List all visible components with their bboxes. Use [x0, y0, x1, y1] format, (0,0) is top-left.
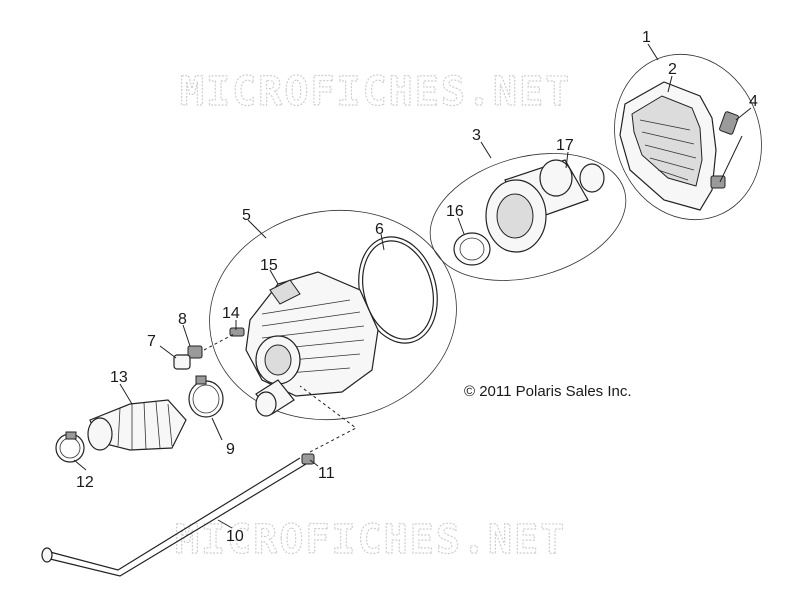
callout-13: 13: [110, 369, 128, 386]
callout-12: 12: [76, 474, 94, 491]
tube-fitting: [299, 385, 357, 465]
airbox-housing: [245, 271, 379, 417]
callout-14: 14: [222, 305, 240, 322]
callout-4: 4: [749, 93, 758, 110]
callout-16: 16: [446, 203, 464, 220]
callout-3: 3: [472, 127, 481, 144]
latch-clip: [710, 111, 743, 189]
group-outline-housing: [209, 209, 457, 421]
group-outline-cover: [614, 53, 762, 221]
callout-10: 10: [226, 528, 244, 545]
callout-2: 2: [668, 61, 677, 78]
watermark-top: MICROFICHES.NET: [180, 69, 571, 115]
callout-5: 5: [242, 207, 251, 224]
drain-tube: [41, 457, 307, 577]
plug-cap: [173, 333, 235, 370]
callout-11: 11: [318, 465, 335, 482]
callout-1: 1: [642, 29, 651, 46]
callout-7: 7: [147, 333, 156, 350]
watermark-bottom: MICROFICHES.NET: [175, 517, 566, 563]
filter-element: [485, 159, 605, 253]
group-outline-filter: [429, 153, 627, 281]
hose-clamp-12: [55, 431, 85, 463]
intake-boot: [87, 399, 187, 451]
callout-15: 15: [260, 257, 278, 274]
leader-lines: [73, 43, 752, 529]
o-ring: [453, 232, 491, 266]
callout-6: 6: [375, 221, 384, 238]
hose-clamp-9: [188, 375, 224, 418]
airbox-cover: [619, 81, 717, 211]
callout-17: 17: [556, 137, 574, 154]
copyright-notice: © 2011 Polaris Sales Inc.: [464, 383, 632, 400]
callout-9: 9: [226, 441, 235, 458]
fitting: [229, 327, 245, 337]
callout-8: 8: [178, 311, 187, 328]
